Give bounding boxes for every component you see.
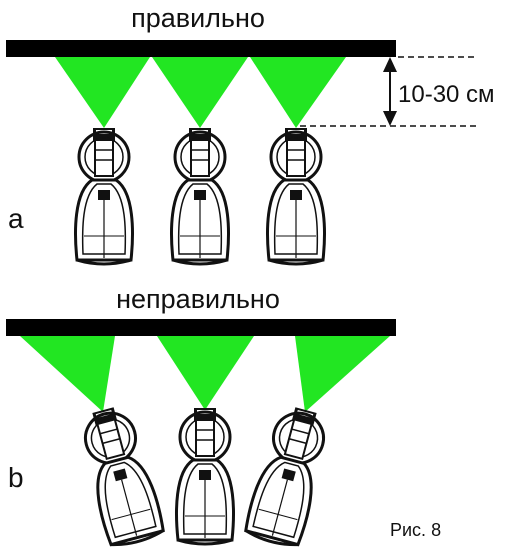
rail-bottom — [6, 319, 396, 336]
stage-light-fixture — [175, 406, 235, 546]
rail-top — [6, 40, 396, 57]
distance-marker — [300, 56, 478, 127]
section-label-a: a — [8, 203, 24, 234]
title-incorrect: неправильно — [116, 284, 280, 314]
section-label-b: b — [8, 462, 24, 493]
stage-light-fixture — [266, 126, 326, 266]
stage-light-fixture — [241, 401, 336, 548]
figure-caption: Рис. 8 — [390, 520, 442, 540]
light-beam — [20, 336, 115, 412]
title-correct: правильно — [131, 3, 265, 33]
stage-light-fixture — [170, 126, 230, 266]
stage-light-fixture — [73, 401, 168, 548]
stage-light-fixture — [74, 126, 134, 266]
light-beam — [157, 336, 254, 410]
light-beam — [152, 57, 248, 128]
light-beam — [55, 57, 150, 128]
light-beam — [250, 57, 346, 128]
light-beam — [295, 336, 390, 412]
distance-label: 10-30 см — [398, 81, 495, 108]
